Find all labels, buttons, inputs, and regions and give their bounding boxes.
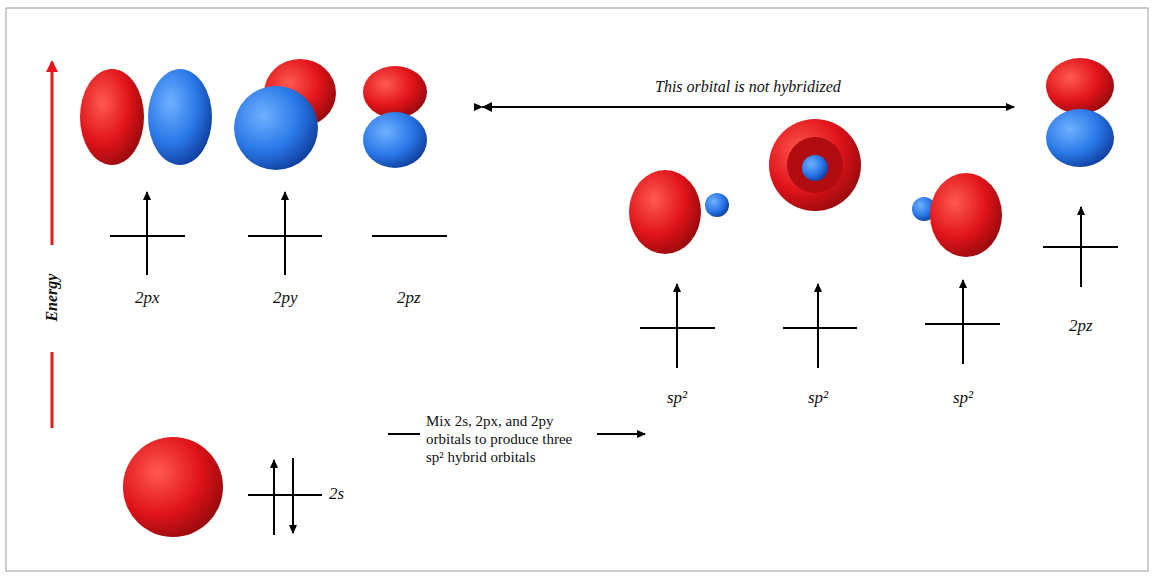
annotation-note: This orbital is not hybridized <box>655 77 841 96</box>
orbital-label: sp² <box>953 388 973 408</box>
orbital-label: sp² <box>808 388 828 408</box>
orbital-label: sp² <box>667 388 687 408</box>
orbital-label: 2pz <box>1069 316 1093 336</box>
orbital-label: 2py <box>273 288 298 308</box>
axis-label: Energy <box>42 274 61 322</box>
orbital-label: 2pz <box>397 288 421 308</box>
orbital-label: 2s <box>329 484 344 504</box>
orbital-label: 2px <box>135 288 160 308</box>
process-note: Mix 2s, 2px, and 2py orbitals to produce… <box>426 412 591 466</box>
